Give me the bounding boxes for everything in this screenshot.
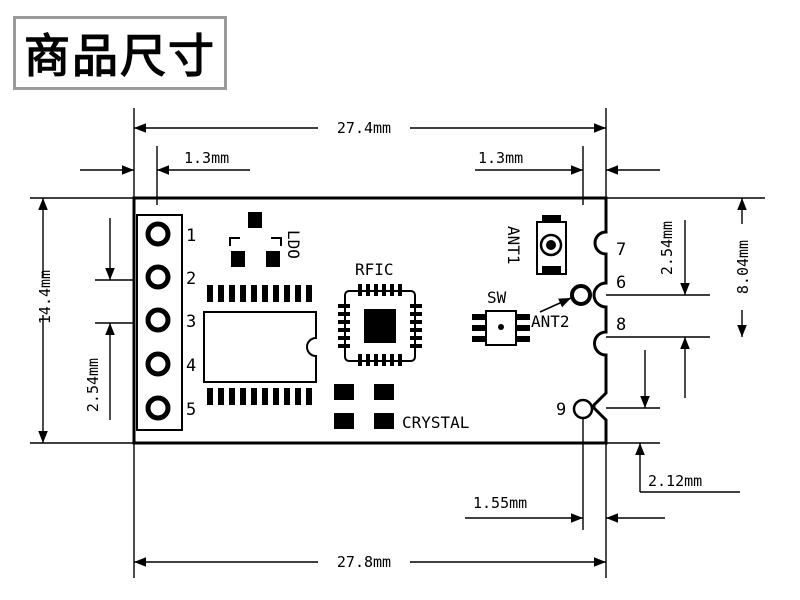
dim-right-span: 8.04mm bbox=[734, 240, 752, 294]
pin-label-7: 7 bbox=[616, 240, 626, 260]
board-outline bbox=[132, 196, 608, 445]
ldo-label: LDO bbox=[284, 230, 303, 259]
soic-chip bbox=[203, 285, 317, 405]
page-title: 商品尺寸 bbox=[24, 29, 216, 83]
pin-label-8: 8 bbox=[616, 315, 626, 335]
dimension-arrows bbox=[38, 123, 747, 567]
pin-hole-2 bbox=[145, 264, 171, 290]
ant2-pad bbox=[570, 284, 592, 306]
pin-label-5: 5 bbox=[186, 400, 196, 420]
pin-hole-3 bbox=[145, 307, 171, 333]
dim-pin-pitch-right: 2.54mm bbox=[658, 221, 676, 275]
pin-label-3: 3 bbox=[186, 312, 196, 332]
ant1-label: ANT1 bbox=[504, 226, 523, 265]
dim-bottom-offset: 2.12mm bbox=[648, 472, 702, 490]
dim-left-margin: 1.3mm bbox=[184, 149, 229, 167]
pin-label-9: 9 bbox=[556, 400, 566, 420]
pin-hole-1 bbox=[145, 221, 171, 247]
dim-total-width-bottom: 27.8mm bbox=[337, 553, 391, 571]
rfic-chip bbox=[338, 284, 422, 366]
pin-hole-9 bbox=[572, 398, 594, 420]
ant2-label: ANT2 bbox=[531, 312, 570, 331]
pin-label-4: 4 bbox=[186, 356, 196, 376]
dim-right-margin: 1.3mm bbox=[478, 149, 523, 167]
dim-height: 14.4mm bbox=[36, 270, 54, 324]
ant1-connector bbox=[536, 215, 567, 275]
left-pin-header bbox=[136, 214, 183, 431]
dim-bottom-right: 1.55mm bbox=[473, 494, 527, 512]
sw-label: SW bbox=[487, 288, 507, 307]
rfic-label: RFIC bbox=[355, 260, 394, 279]
pin-label-2: 2 bbox=[186, 269, 196, 289]
pin-hole-4 bbox=[145, 351, 171, 377]
pin-hole-5 bbox=[145, 395, 171, 421]
pin-label-1: 1 bbox=[186, 226, 196, 246]
dim-pin-pitch-left: 2.54mm bbox=[84, 358, 102, 412]
ldo-component bbox=[229, 212, 282, 267]
dim-total-width-top: 27.4mm bbox=[337, 119, 391, 137]
crystal-label: CRYSTAL bbox=[402, 413, 469, 432]
title-box: 商品尺寸 bbox=[13, 16, 227, 90]
pin-label-6: 6 bbox=[616, 273, 626, 293]
ant2-pointer bbox=[539, 297, 572, 313]
sw-component bbox=[472, 310, 530, 346]
crystal-component bbox=[334, 384, 394, 429]
